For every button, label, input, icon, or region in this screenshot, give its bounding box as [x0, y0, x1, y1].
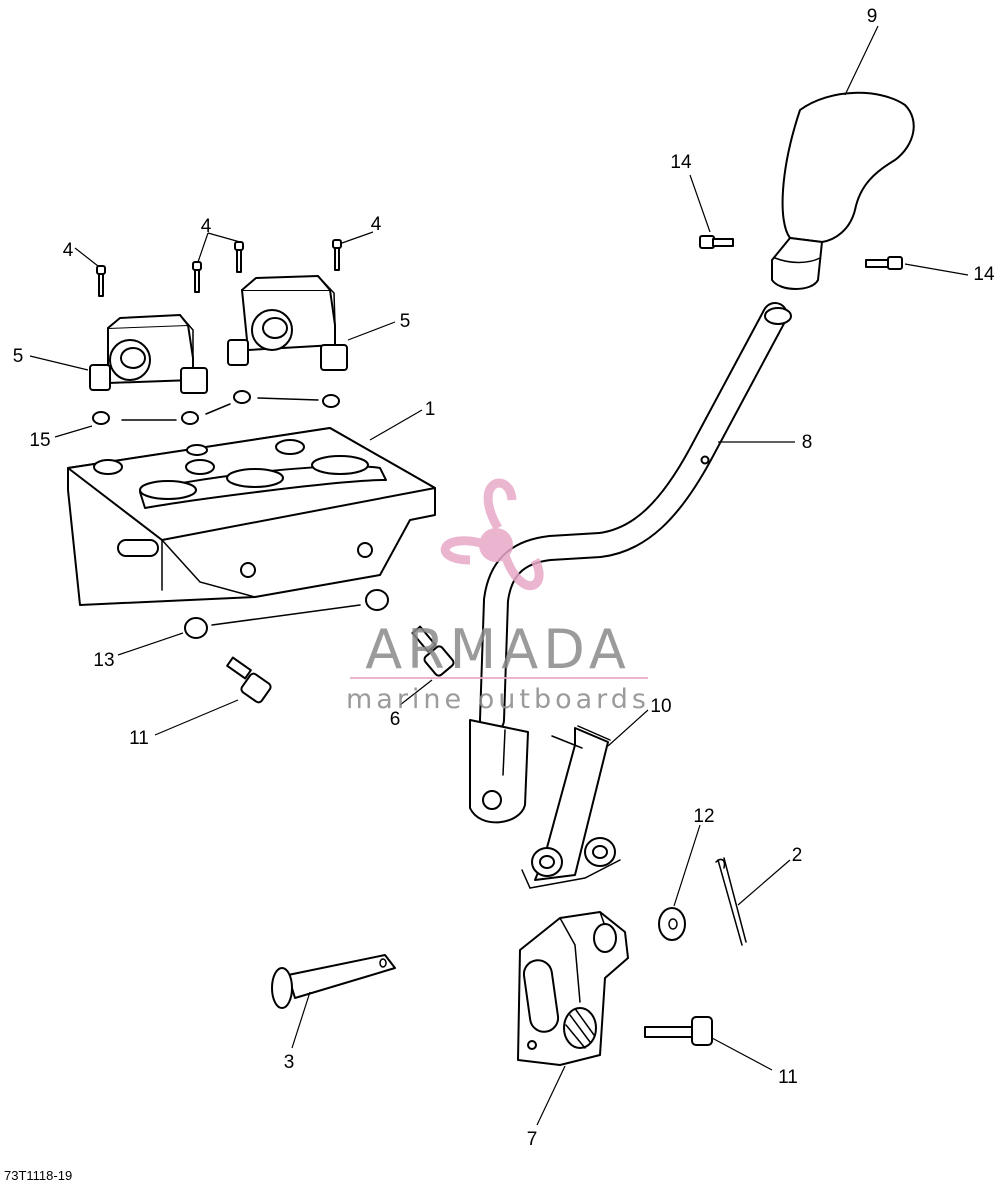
callout-4-a: 4: [63, 240, 74, 261]
part-11-bolt-right: [644, 1016, 713, 1046]
watermark-brand: ARMADA: [365, 618, 631, 681]
part-1-bracket: [67, 427, 436, 606]
callout-labels: 9 14 14 8 4 4 4 5 5 1 15 13 11 6 10 12 2…: [13, 6, 995, 1150]
callout-13: 13: [93, 650, 114, 671]
callout-3: 3: [284, 1052, 295, 1073]
callout-14-upper: 14: [670, 152, 692, 173]
watermark-tagline: marine outboards: [346, 684, 650, 715]
part-13-rings: [184, 589, 389, 639]
callout-1: 1: [425, 399, 436, 420]
callout-9: 9: [867, 6, 878, 27]
watermark: ARMADA marine outboards: [346, 478, 650, 715]
callout-15: 15: [29, 430, 50, 451]
part-11-bolt-left: [226, 656, 272, 704]
callout-11-left: 11: [129, 728, 149, 749]
part-2-cotter-pin: [715, 857, 747, 946]
part-4-screw-a: [96, 265, 106, 297]
part-14-screw-right: [865, 256, 903, 270]
callout-11-right: 11: [778, 1067, 798, 1088]
callout-2: 2: [792, 845, 803, 866]
part-15-nuts: [92, 390, 340, 425]
callout-4-b: 4: [201, 216, 212, 237]
part-7-shift-arm: [517, 911, 629, 1066]
part-4-screw-c: [234, 241, 244, 273]
callout-4-c: 4: [371, 214, 382, 235]
part-3-clevis-pin: [271, 954, 396, 1009]
callout-8: 8: [802, 432, 813, 453]
drawing-number: 73T1118-19: [4, 1168, 72, 1183]
part-5-mount-right: [227, 275, 348, 371]
part-4-screw-b: [192, 261, 202, 293]
part-9-handle-grip: [771, 91, 915, 290]
callout-5-left: 5: [13, 346, 24, 367]
callout-5-right: 5: [400, 311, 411, 332]
part-5-mount-left: [89, 314, 208, 394]
callout-7: 7: [527, 1129, 538, 1150]
part-6-bolt: [411, 625, 455, 677]
leader-lines: [29, 25, 969, 1126]
part-8-shift-lever: [469, 302, 792, 824]
callout-10: 10: [650, 696, 671, 717]
part-4-screw-d: [332, 239, 342, 271]
part-14-screw-upper: [699, 235, 734, 249]
propeller-logo: [440, 478, 544, 591]
callout-6: 6: [390, 709, 401, 730]
part-12-washer: [658, 907, 686, 941]
callout-14-right: 14: [973, 264, 995, 285]
part-10-clip: [521, 725, 621, 889]
callout-12: 12: [693, 806, 714, 827]
